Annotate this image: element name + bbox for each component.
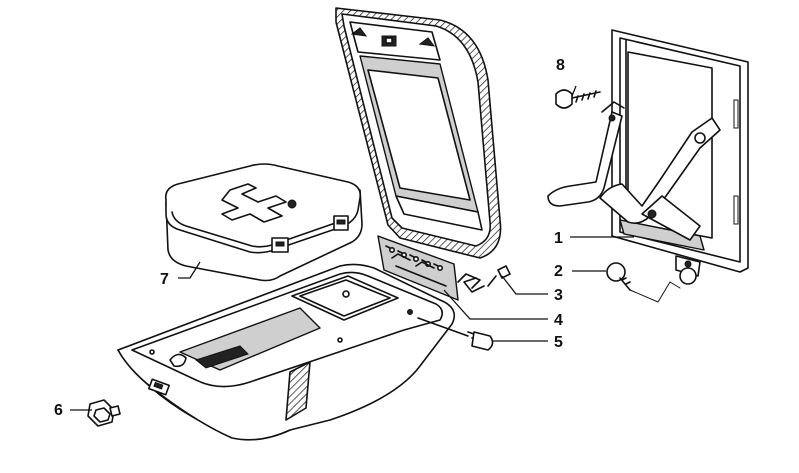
callout-label-6: 6 [54, 402, 63, 419]
callout-label-2: 2 [554, 263, 563, 280]
callout-label-8: 8 [556, 57, 565, 74]
clip-item-6 [87, 399, 121, 427]
first-aid-box-part [164, 163, 363, 282]
callout-label-5: 5 [554, 334, 563, 351]
screw-item-3 [463, 265, 511, 293]
callout-label-3: 3 [554, 287, 563, 304]
callout-label-1: 1 [554, 230, 563, 247]
console-tray-part [117, 263, 456, 441]
callout-label-7: 7 [160, 271, 169, 288]
callout-leaders [70, 85, 634, 411]
armrest-lid-part [335, 7, 502, 259]
callout-labels: 8 1 2 3 4 5 6 7 [54, 57, 565, 419]
hinge-plate-part [377, 235, 481, 301]
bolt-item-2 [606, 262, 681, 303]
hinge-frame-part [547, 29, 749, 285]
screw-item-8 [555, 89, 601, 109]
callout-label-4: 4 [554, 312, 563, 329]
bolt-item-5 [417, 317, 494, 351]
